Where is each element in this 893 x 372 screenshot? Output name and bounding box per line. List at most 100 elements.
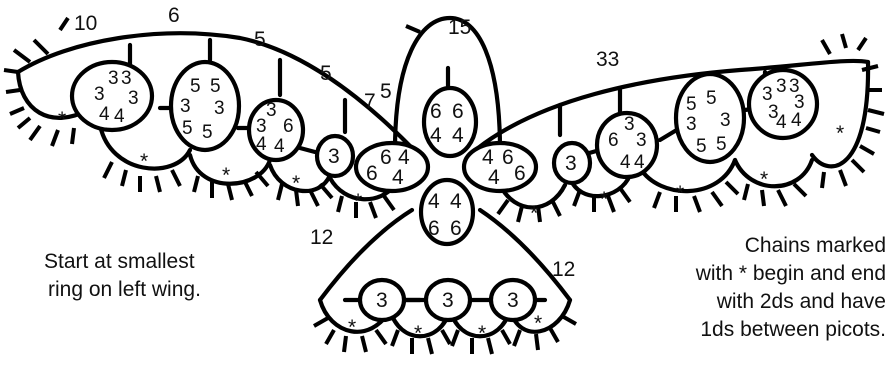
right-chain-3: [640, 160, 735, 191]
picot: [794, 184, 806, 196]
svg-text:3: 3: [266, 100, 277, 121]
picot: [868, 110, 884, 114]
chain-marker: *: [354, 190, 362, 213]
picot: [104, 162, 112, 178]
picot: [344, 336, 346, 352]
svg-text:5: 5: [190, 76, 201, 97]
picot: [822, 40, 830, 54]
picot: [362, 336, 366, 352]
svg-text:4: 4: [776, 112, 787, 133]
svg-text:5: 5: [210, 76, 221, 97]
svg-text:3: 3: [128, 88, 139, 109]
count-label-right: 33: [596, 48, 619, 71]
ring-right-inner-num: 6: [502, 146, 514, 169]
picot: [620, 188, 630, 202]
picot: [34, 40, 48, 54]
picot: [10, 108, 24, 114]
picot: [278, 184, 282, 200]
picot: [452, 330, 458, 346]
chain-marker: *: [836, 122, 844, 145]
picot: [514, 330, 520, 346]
picot: [314, 318, 328, 326]
picot: [550, 328, 558, 342]
picot: [574, 190, 580, 206]
svg-text:3: 3: [776, 76, 787, 97]
ring-head-num: 6: [430, 100, 442, 123]
chain-marker: *: [760, 168, 768, 191]
picot: [852, 160, 864, 172]
ring-head-num: 4: [430, 124, 442, 147]
ring-tail-3-num: 3: [507, 289, 519, 312]
picot: [822, 172, 824, 188]
ring-right-small-num: 3: [565, 152, 577, 175]
ring-left-inner-num: 6: [380, 146, 392, 169]
svg-text:5: 5: [686, 94, 697, 115]
svg-text:3: 3: [686, 114, 697, 135]
chain-marker: *: [530, 202, 538, 225]
picot: [858, 38, 866, 50]
picot: [860, 146, 874, 154]
svg-text:4: 4: [634, 152, 645, 173]
count-label-tail-right: 12: [552, 258, 575, 281]
svg-text:3: 3: [636, 130, 647, 151]
count-label-left-d: 7: [364, 90, 376, 113]
picot: [518, 206, 522, 222]
picot: [536, 334, 538, 350]
picot: [320, 184, 332, 198]
svg-text:4: 4: [99, 104, 110, 125]
picot: [840, 170, 846, 186]
ring-tail-2-num: 3: [442, 289, 454, 312]
ring-head-num: 4: [452, 124, 464, 147]
picot: [338, 196, 342, 212]
picot: [4, 70, 18, 72]
svg-text:6: 6: [608, 130, 619, 151]
count-label-head: 15: [448, 16, 471, 39]
chain-marker: *: [414, 322, 422, 345]
right-chain-4: [735, 160, 812, 186]
svg-text:3: 3: [94, 84, 105, 105]
svg-text:5: 5: [696, 136, 707, 157]
picot: [172, 170, 180, 186]
right-chain-5: [812, 62, 868, 166]
note-right-line-1: Chains marked: [745, 234, 886, 257]
count-label-left-b: 5: [254, 28, 266, 51]
svg-text:5: 5: [716, 134, 727, 155]
picot: [6, 90, 20, 92]
picot: [726, 182, 738, 194]
picot: [60, 18, 68, 30]
svg-text:5: 5: [202, 122, 213, 143]
svg-text:3: 3: [624, 114, 635, 135]
chain-marker: *: [348, 316, 356, 339]
svg-text:4: 4: [620, 152, 631, 173]
picot: [862, 66, 878, 70]
note-left-line-1: Start at smallest: [44, 250, 195, 273]
picot: [866, 128, 880, 132]
count-label-left-tip: 10: [74, 12, 97, 35]
svg-text:3: 3: [180, 96, 191, 117]
chain-marker: *: [222, 164, 230, 187]
ring-head-num: 6: [452, 100, 464, 123]
chain-marker: *: [534, 312, 542, 335]
ring-right-inner-num: 4: [488, 166, 500, 189]
picot: [498, 200, 508, 214]
count-label-left-e: 5: [380, 80, 392, 103]
picot: [552, 200, 560, 216]
picot: [744, 184, 748, 200]
note-left-line-2: ring on left wing.: [48, 278, 201, 301]
connector: [300, 148, 315, 152]
chain-marker: *: [600, 188, 608, 211]
count-label-tail-left: 12: [310, 226, 333, 249]
picot: [14, 50, 30, 62]
picot: [156, 176, 160, 192]
svg-text:6: 6: [283, 116, 294, 137]
note-right-line-4: 1ds between picots.: [700, 318, 886, 341]
ring-right-inner-num: 6: [514, 162, 526, 185]
chain-marker: *: [292, 172, 300, 195]
chain-marker: *: [478, 322, 486, 345]
picot: [762, 190, 764, 206]
picot: [442, 330, 450, 344]
picot: [428, 338, 432, 354]
note-right-line-2: with * begin and end: [695, 262, 886, 285]
